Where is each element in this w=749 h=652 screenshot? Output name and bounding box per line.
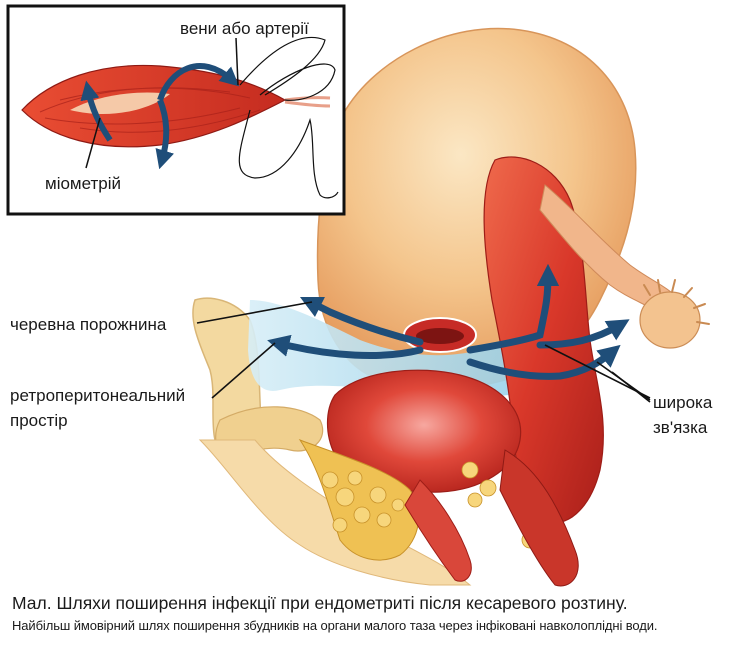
pointer-veins [235,37,239,86]
fat-tissue [298,438,420,561]
infection-arrows [267,263,630,380]
label-retroperitoneal-line2: простір [10,411,68,430]
fat-globules [321,470,405,533]
arrow-retroperitoneal [267,334,424,359]
pointer-broad-3 [611,371,651,403]
vagina-canal [404,479,472,582]
caption-title: Мал. Шляхи поширення інфекції при ендоме… [12,593,628,613]
inset-arrow-veins [157,63,240,102]
label-myometrium: міометрій [45,174,122,193]
ovary [639,291,701,349]
label-broad-ligament-line1: широка [653,393,713,412]
incision-inner [416,328,464,344]
arrow-broad-ligament-right [536,319,630,349]
pointer-retroperitoneal [211,342,276,399]
arrow-broad-ligament-up-1 [466,263,560,354]
pointer-myometrium [85,117,101,169]
myometrium-inset [6,4,346,216]
rectum [499,449,579,587]
arrow-abdominal-cavity [299,296,424,346]
label-veins-or-arteries: вени або артерії [180,19,309,38]
label-pointers [196,301,651,403]
inset-arrow-down [155,98,174,170]
fimbriae [643,279,710,325]
inset-arrow-up-left [80,80,113,142]
caption-subtitle: Найбільш ймовірний шлях поширення збудни… [12,618,658,633]
label-broad-ligament-line2: зв'язка [653,418,708,437]
figure-caption: Мал. Шляхи поширення інфекції при ендоме… [12,592,742,635]
arrow-lower-right [466,344,621,380]
pointer-abdominal [196,301,313,324]
label-retroperitoneal-line1: ретроперитонеальний [10,386,186,405]
vessel-loops [238,36,339,199]
myometrium-fibers [39,87,261,133]
label-abdominal-cavity: черевна порожнина [10,315,167,334]
